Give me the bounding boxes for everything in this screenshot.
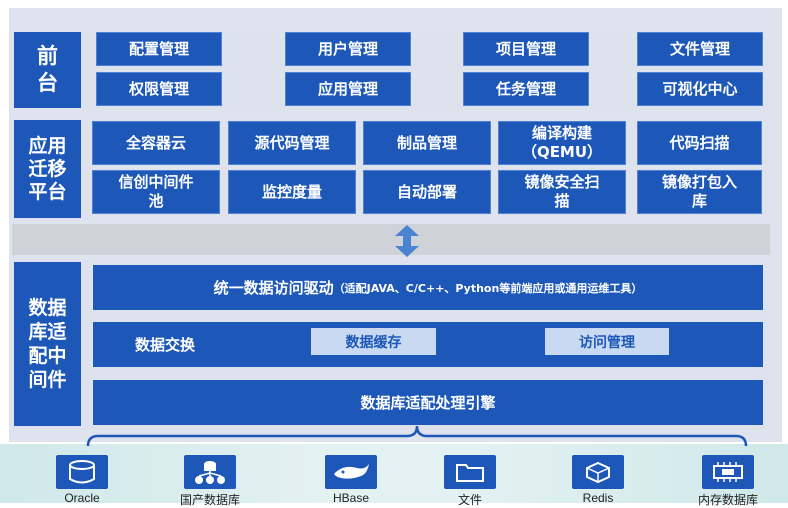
database-strip — [0, 444, 788, 503]
adapter-engine-bar: 数据库适配处理引擎 — [93, 380, 763, 425]
db-domestic-label: 国产数据库 — [179, 493, 240, 507]
folder-icon — [444, 455, 496, 489]
front-item-user: 用户管理 — [285, 32, 411, 66]
front-item-file: 文件管理 — [637, 32, 763, 66]
migration-item-image-scan: 镜像安全扫 描 — [498, 170, 626, 214]
data-cache-box: 数据缓存 — [311, 328, 436, 355]
front-item-config: 配置管理 — [96, 32, 222, 66]
migration-item-image-pack: 镜像打包入 库 — [637, 170, 762, 214]
access-management-box: 访问管理 — [545, 328, 669, 355]
migration-item-auto-deploy: 自动部署 — [363, 170, 491, 214]
hbase-orca-icon — [325, 455, 377, 489]
db-redis: Redis — [570, 455, 626, 505]
data-access-driver-bar: 统一数据访问驱动 （适配JAVA、C/C++、Python等前端应用或通用运维工… — [93, 265, 763, 310]
driver-note-label: （适配JAVA、C/C++、Python等前端应用或通用运维工具） — [333, 281, 643, 295]
front-title: 前 台 — [14, 32, 81, 108]
bracket-connector — [86, 425, 748, 447]
front-item-application: 应用管理 — [285, 72, 411, 106]
db-oracle-label: Oracle — [64, 491, 100, 505]
migration-item-source-code: 源代码管理 — [228, 121, 356, 165]
front-item-task: 任务管理 — [463, 72, 589, 106]
db-hbase: HBase — [322, 455, 380, 505]
db-adapter-title: 数据 库适 配中 间件 — [14, 262, 81, 426]
db-oracle: Oracle — [54, 455, 110, 505]
redis-cube-icon — [572, 455, 624, 489]
memory-chip-icon — [702, 455, 754, 489]
db-file-label: 文件 — [457, 493, 482, 507]
front-item-project: 项目管理 — [463, 32, 589, 66]
db-domestic: 国产数据库 — [178, 455, 242, 508]
db-hbase-label: HBase — [332, 491, 370, 505]
driver-main-label: 统一数据访问驱动 — [213, 279, 334, 297]
front-item-permission: 权限管理 — [96, 72, 222, 106]
migration-item-middleware-pool: 信创中间件 池 — [92, 170, 220, 214]
migration-item-monitoring: 监控度量 — [228, 170, 356, 214]
adapter-engine-label: 数据库适配处理引擎 — [360, 394, 496, 412]
db-redis-label: Redis — [582, 491, 614, 505]
front-item-visual: 可视化中心 — [637, 72, 763, 106]
database-cylinder-icon — [56, 455, 108, 489]
migration-item-build: 编译构建 （QEMU） — [498, 121, 626, 165]
migration-item-artifact: 制品管理 — [363, 121, 491, 165]
db-in-memory: 内存数据库 — [692, 455, 764, 508]
db-file: 文件 — [442, 455, 498, 508]
migration-item-code-scan: 代码扫描 — [637, 121, 762, 165]
database-network-icon — [184, 455, 236, 489]
migration-title: 应用 迁移 平台 — [14, 120, 81, 218]
migration-item-container-cloud: 全容器云 — [92, 121, 220, 165]
db-in-memory-label: 内存数据库 — [697, 493, 758, 507]
data-exchange-label: 数据交换 — [135, 336, 196, 354]
double-arrow-icon — [395, 225, 419, 257]
connector-band — [12, 224, 770, 255]
